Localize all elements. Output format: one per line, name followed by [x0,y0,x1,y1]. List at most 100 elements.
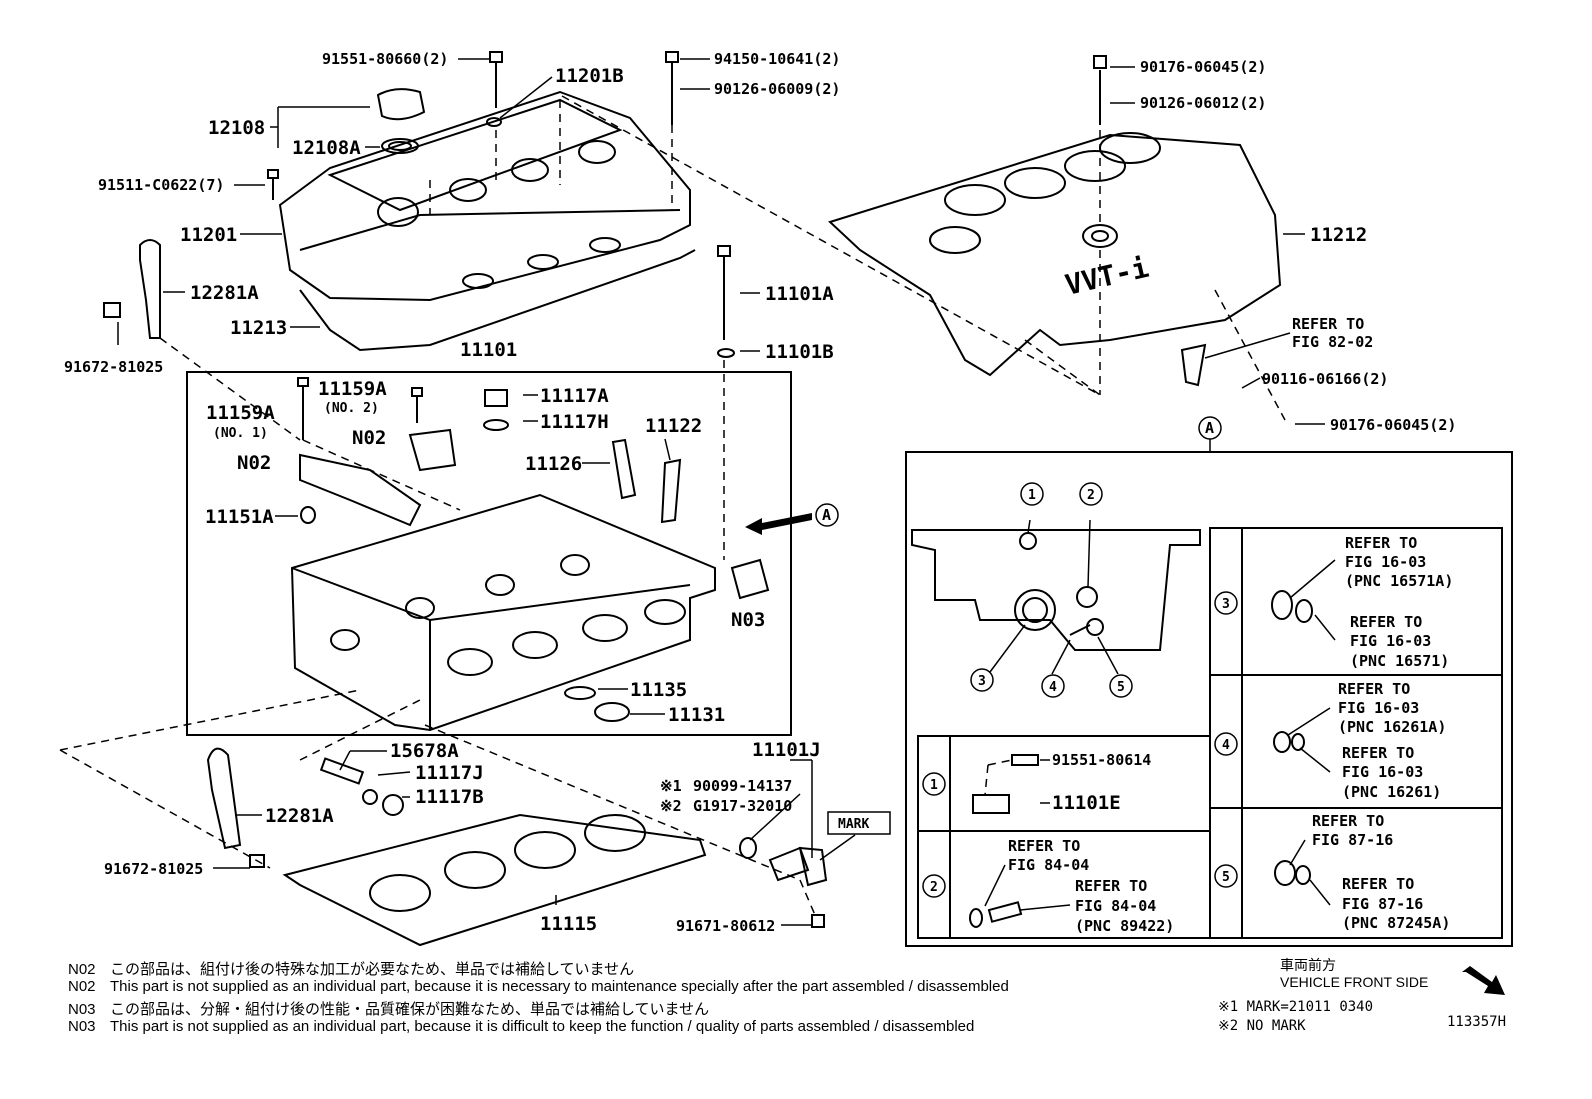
callout-mark1-sym: ※1 [660,777,682,795]
callout-90116-06166: 90116-06166(2) [1262,370,1388,388]
callout-91672-81025-top: 91672-81025 [64,358,163,376]
cover-bracket [1180,343,1207,387]
note-text: この部品は、分解・組付け後の性能・品質確保が困難なため、単品では補給していません [110,1001,710,1018]
callout-90176-06045-bottom: 90176-06045(2) [1330,416,1456,434]
row2-refer-b3: (PNC 89422) [1075,917,1174,935]
callout-11117A: 11117A [540,385,609,407]
callout-90126-06009: 90126-06009(2) [714,80,840,98]
mark-box [827,811,891,835]
row4-refer-b2: FIG 16-03 [1342,763,1423,781]
note-text: この部品は、組付け後の特殊な加工が必要なため、単品では補給していません [110,961,635,978]
callout-90176-06045-top: 90176-06045(2) [1140,58,1266,76]
callout-12108A: 12108A [292,137,361,159]
row3-num: 3 [1222,597,1230,612]
valve-cover-drawing [278,90,696,352]
row1-num: 1 [930,778,938,793]
callout-91672-81025-bottom: 91672-81025 [104,860,203,878]
row5-num: 5 [1222,870,1230,885]
callout-11159A-no2: 11159A [318,378,387,400]
note-code: N02 [68,978,96,995]
view-a-inset-frame [905,451,1513,947]
row4-refer-b3: (PNC 16261) [1342,783,1441,801]
callout-mark2-sym: ※2 [660,797,682,815]
oil-filler-cap [376,88,426,154]
row1-part-11101E: 11101E [1052,792,1121,814]
head-gasket-drawing [282,813,707,947]
inset-row-parts [969,590,1313,928]
note-n02-jp: N02 この部品は、組付け後の特殊な加工が必要なため、単品では補給していません [68,958,634,979]
engine-hanger-bottom [206,747,242,850]
callout-15678A: 15678A [390,740,459,762]
row5-refer-b2: FIG 87-16 [1342,895,1423,913]
row2-refer-a2: FIG 84-04 [1008,856,1089,874]
view-a-arrow [745,513,812,535]
callout-90099-14137: 90099-14137 [693,777,792,795]
note-n03-en: N03 This part is not supplied as an indiv… [68,1018,974,1035]
figure-id: 113357H [1447,1014,1507,1030]
callout-N02-b: N02 [237,452,271,474]
leader-lines [117,58,1336,926]
row2-refer-a1: REFER TO [1008,837,1080,855]
row5-refer-a2: FIG 87-16 [1312,831,1393,849]
note-text: This part is not supplied as an individu… [110,1018,975,1035]
row3-refer-b2: FIG 16-03 [1350,632,1431,650]
inset-num-5: 5 [1117,680,1125,695]
note-code: N03 [68,1018,96,1035]
mark2-sym: ※2 [1218,1018,1239,1034]
row5-refer-b1: REFER TO [1342,875,1414,893]
refer-82-02-line1: REFER TO [1292,315,1364,333]
row2-refer-b1: REFER TO [1075,877,1147,895]
note-code: N02 [68,961,96,978]
callout-11159A-no1: 11159A [206,402,275,424]
row4-num: 4 [1222,738,1230,753]
inset-num-3: 3 [978,674,986,689]
mark1-text: MARK=21011 0340 [1246,999,1374,1015]
engine-cover-drawing [828,132,1282,377]
row3-refer-b3: (PNC 16571) [1350,652,1449,670]
callout-94150-10641: 94150-10641(2) [714,50,840,68]
mark2-text: NO MARK [1246,1018,1306,1034]
refer-82-02-line2: FIG 82-02 [1292,333,1373,351]
row2-num: 2 [930,880,938,895]
row5-refer-a1: REFER TO [1312,812,1384,830]
mark1-note: ※1 MARK=21011 0340 [1218,999,1373,1015]
callout-11117B: 11117B [415,786,484,808]
inset-num-2: 2 [1087,488,1095,503]
row4-refer-a1: REFER TO [1338,680,1410,698]
row3-refer-a1: REFER TO [1345,534,1417,552]
callout-11126: 11126 [525,453,582,475]
callout-11101: 11101 [460,339,517,361]
callout-11122: 11122 [645,415,702,437]
callout-90126-06012: 90126-06012(2) [1140,94,1266,112]
callout-N03: N03 [731,609,765,631]
view-a-marker-top [1198,416,1222,440]
inset-table-left [917,735,1211,939]
callout-11117H: 11117H [540,411,609,433]
row5-refer-b3: (PNC 87245A) [1342,914,1450,932]
dashed-lines [59,95,1286,916]
callout-11101B: 11101B [765,341,834,363]
callout-11131: 11131 [668,704,725,726]
front-side-jp: 車両前方 [1280,958,1336,974]
callout-11101A: 11101A [765,283,834,305]
callout-G1917-32010: G1917-32010 [693,797,792,815]
row1-part-91551-80614: 91551-80614 [1052,751,1151,769]
note-code: N03 [68,1001,96,1018]
row3-refer-a3: (PNC 16571A) [1345,572,1453,590]
engine-cover-logo: VVT-i [1062,251,1152,302]
view-a-marker-label: A [822,506,831,524]
callout-91671-80612: 91671-80612 [676,917,775,935]
row4-refer-a2: FIG 16-03 [1338,699,1419,717]
callout-11213: 11213 [230,317,287,339]
cylinder-head-drawing [290,389,770,732]
inset-num-1: 1 [1028,488,1036,503]
callout-11212: 11212 [1310,224,1367,246]
inset-num-4: 4 [1049,680,1057,695]
mark1-sym: ※1 [1218,999,1239,1015]
callout-11201: 11201 [180,224,237,246]
callout-11151A: 11151A [205,506,274,528]
row2-refer-b2: FIG 84-04 [1075,897,1156,915]
front-side-en: VEHICLE FRONT SIDE [1280,974,1429,990]
